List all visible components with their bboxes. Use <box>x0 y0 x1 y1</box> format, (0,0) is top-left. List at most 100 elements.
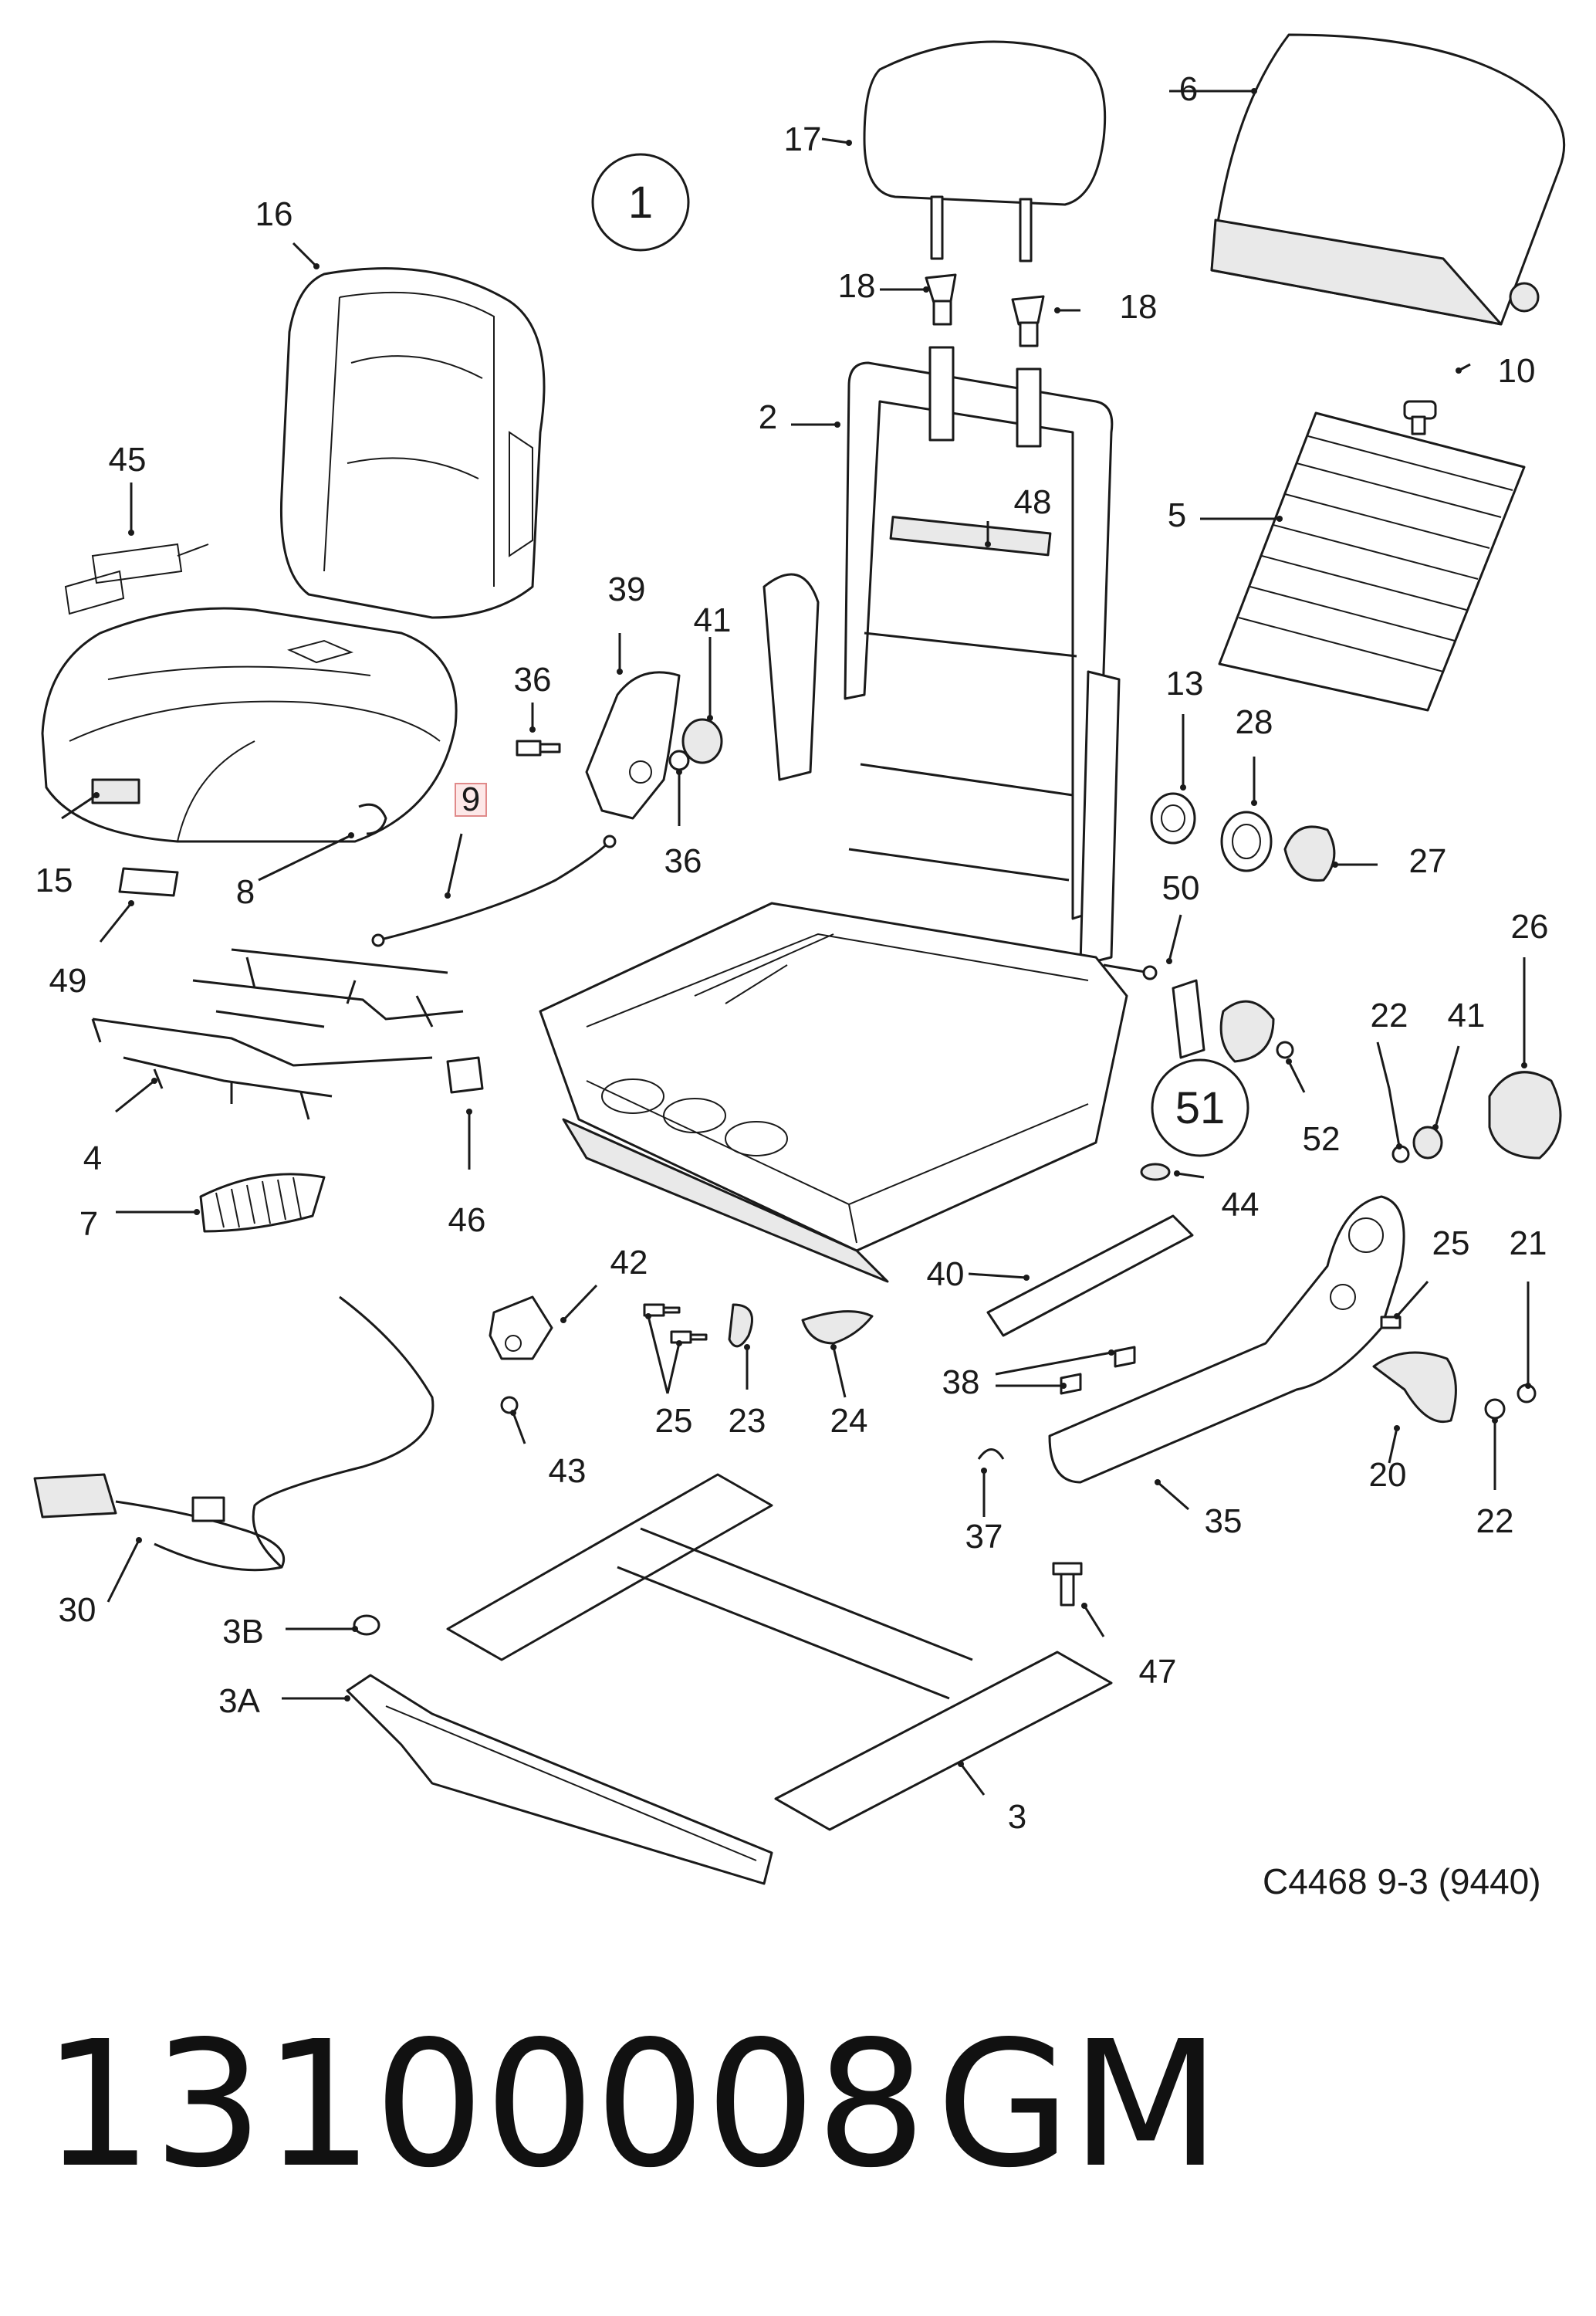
callout-24: 24 <box>830 1402 868 1440</box>
part-5-lumbar-panel <box>1218 411 1526 712</box>
part-38-clips <box>1060 1346 1136 1395</box>
callout-43: 43 <box>549 1452 587 1490</box>
callout-18-left: 18 <box>838 267 876 305</box>
callout-25-left: 25 <box>655 1402 693 1440</box>
part-22-screw-lower <box>1484 1398 1506 1420</box>
callout-8: 8 <box>236 873 255 911</box>
callout-18-right: 18 <box>1120 288 1158 326</box>
part-18-headrest-guides <box>925 273 1045 448</box>
part-41-bushing-lower <box>1412 1126 1443 1160</box>
callout-circle-51 <box>1151 1058 1249 1157</box>
highlight-box-9 <box>455 783 487 817</box>
callout-38: 38 <box>942 1363 980 1401</box>
callout-7: 7 <box>79 1205 98 1243</box>
callout-4: 4 <box>83 1139 102 1177</box>
callout-46: 46 <box>448 1201 486 1239</box>
callout-42: 42 <box>610 1244 648 1282</box>
callout-49: 49 <box>49 962 87 1000</box>
part-27-cap <box>1283 825 1336 882</box>
part-52-screw <box>1276 1041 1294 1059</box>
part-6-back-panel <box>1210 33 1566 326</box>
part-3-seat-rails <box>446 1473 1113 1831</box>
callout-circle-1 <box>591 153 690 252</box>
callout-37: 37 <box>965 1518 1003 1556</box>
callout-30: 30 <box>59 1591 96 1629</box>
callout-6: 6 <box>1179 70 1198 108</box>
callout-39: 39 <box>608 571 646 608</box>
callout-1: 1 <box>628 178 653 228</box>
callout-3: 3 <box>1008 1798 1026 1836</box>
callout-28: 28 <box>1236 703 1273 741</box>
part-40-trim-strip <box>986 1214 1194 1337</box>
leader-lines <box>61 88 1531 1796</box>
part-7-spring <box>199 1173 326 1233</box>
brand-label: GM <box>936 2004 1221 2206</box>
part-36-screws <box>516 740 690 771</box>
part-16-backrest-cushion <box>279 267 546 619</box>
part-35-side-trim <box>1048 1195 1405 1484</box>
callout-40: 40 <box>927 1255 965 1293</box>
callout-10: 10 <box>1498 352 1536 390</box>
part-46-connector <box>446 1056 484 1094</box>
part-23-bracket <box>728 1303 753 1348</box>
callout-45: 45 <box>109 441 147 479</box>
part-25-screw-right <box>1380 1315 1402 1329</box>
part-4-seat-mat <box>91 948 464 1120</box>
callout-44: 44 <box>1222 1186 1260 1224</box>
part-9-cable <box>371 835 617 947</box>
callout-50: 50 <box>1162 869 1200 907</box>
part-3b-plug <box>353 1614 380 1636</box>
callout-48: 48 <box>1014 483 1052 521</box>
callout-25-right: 25 <box>1432 1224 1470 1262</box>
part-28-ring <box>1220 811 1273 872</box>
part-24-handle <box>801 1310 874 1345</box>
callout-20: 20 <box>1369 1456 1407 1494</box>
part-50-pin <box>1103 963 1158 980</box>
callout-36-lower: 36 <box>664 842 702 880</box>
callout-22-lower: 22 <box>1476 1502 1514 1540</box>
callout-41-upper: 41 <box>694 601 732 639</box>
callout-21: 21 <box>1510 1224 1547 1262</box>
callout-36-upper: 36 <box>514 661 552 699</box>
callout-51: 51 <box>1175 1083 1226 1133</box>
callout-17: 17 <box>784 120 822 158</box>
part-20-lever <box>1372 1351 1457 1424</box>
callout-3a: 3A <box>218 1682 260 1720</box>
part-26-knob-cover <box>1488 1071 1562 1160</box>
part-10-screw <box>1403 400 1437 435</box>
part-number: 13100008 <box>42 2004 927 2206</box>
part-42-motor <box>489 1295 553 1360</box>
part-2-seat-frame <box>539 361 1128 1283</box>
part-37-clip <box>977 1448 1005 1460</box>
callout-2: 2 <box>759 398 777 436</box>
diagram-reference-code: C4468 9-3 (9440) <box>1263 1861 1541 1901</box>
part-25-screws-left <box>643 1303 708 1344</box>
callout-23: 23 <box>729 1402 766 1440</box>
part-45-heating-pad <box>64 543 209 615</box>
callout-13: 13 <box>1166 665 1204 703</box>
callout-16: 16 <box>255 195 293 233</box>
part-41-bushing-upper <box>681 718 723 764</box>
callout-41-lower: 41 <box>1448 997 1486 1034</box>
part-30-wiring-harness <box>33 1295 435 1572</box>
part-8-clip <box>358 803 387 835</box>
callout-26: 26 <box>1511 908 1549 946</box>
callout-5: 5 <box>1168 496 1186 534</box>
callout-9[interactable]: 9 <box>462 780 480 818</box>
callout-22-upper: 22 <box>1371 997 1408 1034</box>
callout-27: 27 <box>1409 842 1447 880</box>
part-47-bolt <box>1052 1562 1083 1607</box>
callout-3b: 3B <box>222 1613 264 1651</box>
part-39-bracket <box>585 671 681 820</box>
callout-15: 15 <box>36 862 73 899</box>
part-3a-rail-cover <box>346 1674 773 1885</box>
callout-35: 35 <box>1205 1502 1243 1540</box>
callout-47: 47 <box>1139 1653 1177 1691</box>
callout-52: 52 <box>1303 1120 1341 1158</box>
part-44-plug <box>1140 1163 1171 1181</box>
part-17-headrest <box>863 40 1107 262</box>
part-51-recliner-mechanism <box>1172 979 1275 1063</box>
part-13-spring-clip <box>1150 792 1196 845</box>
part-43-nut <box>500 1396 519 1414</box>
